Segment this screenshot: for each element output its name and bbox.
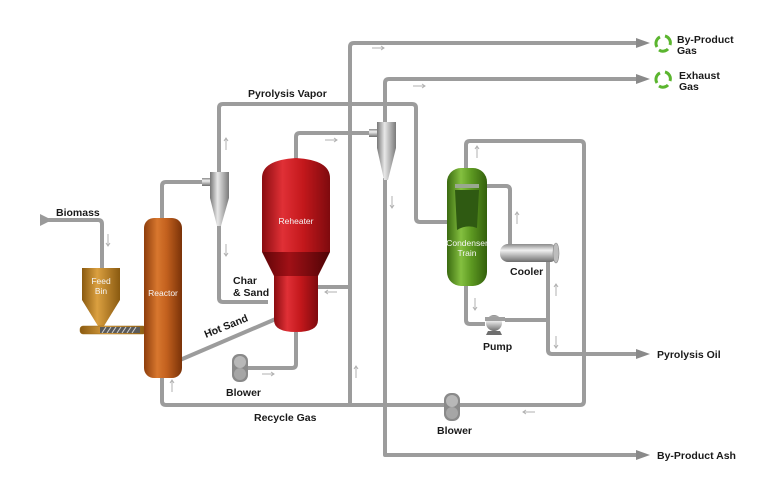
cyclone-1 xyxy=(202,172,229,226)
recycle-icon xyxy=(654,34,672,53)
blower-2-label: Blower xyxy=(437,425,472,437)
reheater: Reheater xyxy=(262,158,330,332)
pipe-recycle-gas xyxy=(160,139,586,407)
pump-label: Pump xyxy=(483,341,512,353)
feed-bin-label-2: Bin xyxy=(95,286,108,296)
hot-sand-label: Hot Sand xyxy=(203,312,250,340)
cooler xyxy=(500,242,560,264)
arrow-pyrolysis-oil xyxy=(636,349,650,359)
exhaust-gas-label-1: Exhaust xyxy=(679,70,720,82)
recycle-gas-label: Recycle Gas xyxy=(254,412,317,424)
exhaust-gas-label-2: Gas xyxy=(679,81,699,93)
flow-indicators xyxy=(105,45,559,415)
blower-1 xyxy=(232,354,248,382)
arrow-exhaust-gas xyxy=(636,74,650,84)
reheater-label: Reheater xyxy=(279,216,314,226)
condenser-label-2: Train xyxy=(457,248,476,258)
recycle-icon xyxy=(654,70,672,89)
blower-2 xyxy=(444,393,460,421)
pipe-reactor-to-cyclone1 xyxy=(160,180,205,218)
arrow-byproduct-ash xyxy=(636,450,650,460)
char-sand-label-2: & Sand xyxy=(233,287,269,299)
pump xyxy=(485,315,505,335)
condenser-label-1: Condenser xyxy=(446,238,488,248)
screw-conveyor xyxy=(79,325,147,335)
byproduct-ash-label: By-Product Ash xyxy=(657,450,736,462)
pipe-biomass xyxy=(44,218,104,268)
char-sand-label-1: Char xyxy=(233,275,257,287)
reactor: Reactor xyxy=(144,218,182,378)
byproduct-gas-label-2: Gas xyxy=(677,45,697,57)
pipe-blower1-to-reheater xyxy=(248,332,298,370)
output-arrows xyxy=(40,38,650,460)
pipe-byproduct-gas xyxy=(348,41,640,405)
feed-bin-label-1: Feed xyxy=(91,276,111,286)
biomass-label: Biomass xyxy=(56,207,100,219)
pipes xyxy=(44,41,640,457)
pipe-pyrolysis-oil xyxy=(546,262,640,356)
pipe-exhaust-gas xyxy=(383,77,640,122)
reactor-label: Reactor xyxy=(148,288,178,298)
cooler-label: Cooler xyxy=(510,266,543,278)
feed-bin: Feed Bin xyxy=(82,268,120,326)
pyrolysis-oil-label: Pyrolysis Oil xyxy=(657,349,721,361)
pipe-condenser-to-pump xyxy=(464,285,485,326)
condenser-train: Condenser Train xyxy=(446,168,488,286)
pipe-pyrolysis-vapor xyxy=(217,102,448,224)
byproduct-gas-label-1: By-Product xyxy=(677,34,734,46)
pipe-hot-sand xyxy=(179,316,279,362)
pipe-char-sand xyxy=(217,226,268,304)
pipe-reheater-to-cyclone2 xyxy=(294,131,372,160)
pipe-byproduct-ash xyxy=(383,178,640,457)
cyclone-2 xyxy=(369,122,396,180)
blower-1-label: Blower xyxy=(226,387,261,399)
arrow-byproduct-gas xyxy=(636,38,650,48)
biomass-inlet xyxy=(40,214,48,226)
pyrolysis-vapor-label: Pyrolysis Vapor xyxy=(248,88,327,100)
pipe-condenser-to-cooler xyxy=(486,184,512,245)
